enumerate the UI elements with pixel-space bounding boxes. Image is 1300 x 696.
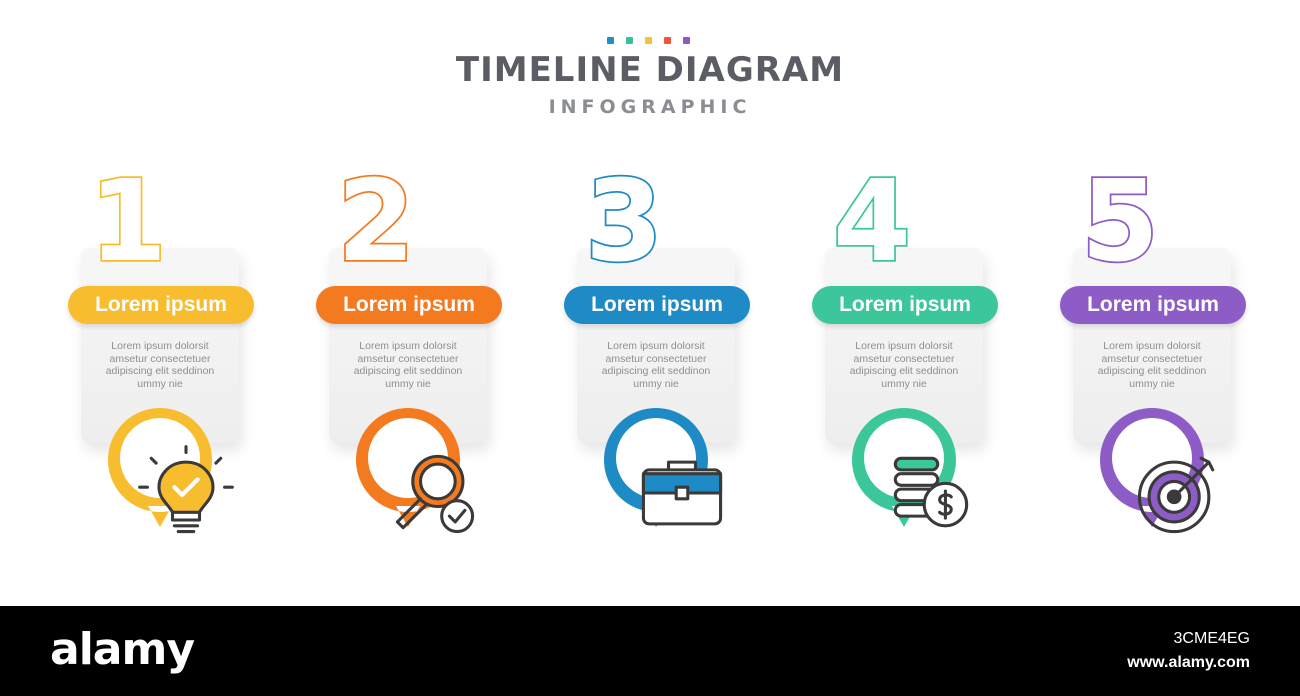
svg-text:2: 2	[337, 157, 415, 287]
svg-text:5: 5	[1081, 157, 1159, 287]
timeline-step-4: 4 Lorem ipsum Lorem ipsum dolorsit amset…	[788, 0, 1038, 560]
step-description: Lorem ipsum dolorsit amsetur consectetue…	[1097, 340, 1207, 390]
step-marker	[602, 406, 723, 528]
timeline-step-5: 5 Lorem ipsum Lorem ipsum dolorsit amset…	[1036, 0, 1286, 560]
step-description: Lorem ipsum dolorsit amsetur consectetue…	[601, 340, 711, 390]
step-description: Lorem ipsum dolorsit amsetur consectetue…	[105, 340, 215, 390]
color-dot	[626, 37, 633, 44]
lightbulb-icon	[138, 445, 234, 534]
step-number: 1	[87, 155, 168, 289]
magnifier-check-icon	[395, 454, 475, 534]
footer-bar: alamy 3CME4EG www.alamy.com	[0, 606, 1300, 696]
step-label: Lorem ipsum	[812, 286, 998, 324]
step-number: 3	[583, 155, 664, 289]
timeline-step-1: 1 Lorem ipsum Lorem ipsum dolorsit amset…	[44, 0, 294, 560]
site-url: www.alamy.com	[1127, 654, 1250, 671]
color-dot	[607, 37, 614, 44]
step-description: Lorem ipsum dolorsit amsetur consectetue…	[849, 340, 959, 390]
coins-dollar-icon	[893, 456, 969, 528]
step-number: 2	[335, 155, 416, 289]
step-label: Lorem ipsum	[564, 286, 750, 324]
color-dot	[664, 37, 671, 44]
step-description: Lorem ipsum dolorsit amsetur consectetue…	[353, 340, 463, 390]
color-dot	[645, 37, 652, 44]
step-label: Lorem ipsum	[68, 286, 254, 324]
step-marker	[850, 406, 969, 528]
briefcase-icon	[641, 460, 723, 526]
page-title: TIMELINE DIAGRAM	[455, 50, 845, 90]
color-dots	[607, 37, 690, 44]
step-number: 4	[831, 155, 912, 289]
svg-text:4: 4	[833, 157, 911, 287]
target-dart-icon	[1137, 456, 1215, 534]
timeline-step-3: 3 Lorem ipsum Lorem ipsum dolorsit amset…	[540, 0, 790, 560]
alamy-logo: alamy	[50, 624, 195, 675]
color-dot	[683, 37, 690, 44]
svg-text:3: 3	[585, 157, 663, 287]
header: TIMELINE DIAGRAM INFOGRAPHIC	[0, 0, 1300, 140]
page-subtitle: INFOGRAPHIC	[548, 96, 752, 118]
step-label: Lorem ipsum	[1060, 286, 1246, 324]
step-label: Lorem ipsum	[316, 286, 502, 324]
step-marker	[354, 406, 475, 534]
step-marker	[1098, 406, 1215, 534]
timeline-step-2: 2 Lorem ipsum Lorem ipsum dolorsit amset…	[292, 0, 542, 560]
step-number: 5	[1079, 155, 1160, 289]
svg-text:1: 1	[89, 157, 167, 287]
step-marker	[106, 406, 234, 534]
image-code: 3CME4EG	[1173, 630, 1250, 647]
